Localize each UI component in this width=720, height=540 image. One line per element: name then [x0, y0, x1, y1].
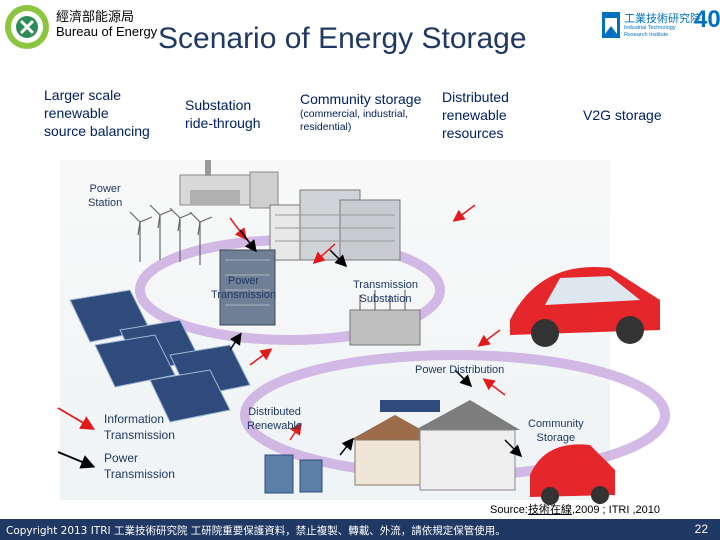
ev-car-small-icon	[530, 444, 615, 505]
information-arrows	[229, 204, 506, 441]
itri-name-en-1: Industrial Technology	[624, 25, 676, 31]
office-buildings-icon	[269, 189, 401, 261]
legend-power-transmission: Power Transmission	[104, 451, 175, 481]
label-transmission-substation: Transmission Substation	[353, 279, 418, 305]
itri-name-cn: 工業技術研究院	[624, 12, 701, 25]
label-power-station: Power Station	[88, 183, 123, 209]
wind-turbines-icon	[129, 204, 213, 265]
label-distributed-renewable: Distributed Renewable	[247, 406, 303, 432]
power-station-icon	[179, 160, 279, 209]
category-community: Community storage (commercial, industria…	[300, 91, 422, 133]
community-storage-icon	[264, 454, 323, 494]
power-arrows	[229, 229, 523, 458]
substation-icon	[349, 290, 421, 346]
itri-logo: 工業技術研究院 Industrial Technology Research I…	[598, 4, 720, 46]
footer-bar	[0, 519, 720, 540]
page-number: 22	[694, 522, 708, 536]
legend-information-transmission: Information Transmission	[104, 412, 175, 442]
ev-car-large-icon	[510, 267, 660, 347]
category-v2g: V2G storage	[583, 107, 662, 123]
houses-icon	[350, 400, 520, 491]
itri-name-en-2: Research Institute	[624, 32, 669, 38]
transmission-building-icon	[219, 249, 276, 326]
legend-power-arrow	[57, 451, 96, 469]
source-citation: Source:技術在線,2009 ; ITRI ,2010	[490, 503, 660, 516]
label-power-distribution: Power Distribution	[415, 364, 505, 376]
anniversary-badge: 40	[694, 6, 720, 33]
category-distributed: Distributed renewable resources	[442, 89, 509, 141]
label-power-transmission: Power Transmission	[211, 275, 276, 301]
category-large-scale: Larger scale renewable source balancing	[44, 87, 150, 139]
footer-copyright: Copyright 2013 ITRI 工業技術研究院 工研院重要保護資料，禁止…	[6, 525, 506, 537]
page-title: Scenario of Energy Storage	[158, 22, 527, 55]
bureau-of-energy-logo	[5, 5, 49, 49]
ministry-name-en: Bureau of Energy	[56, 24, 158, 39]
ministry-name-cn: 經濟部能源局	[56, 10, 135, 25]
label-community-storage: Community Storage	[528, 418, 584, 444]
category-substation: Substation ride-through	[185, 97, 261, 131]
solar-farm-icon	[69, 289, 251, 423]
legend-info-arrow	[57, 407, 96, 430]
